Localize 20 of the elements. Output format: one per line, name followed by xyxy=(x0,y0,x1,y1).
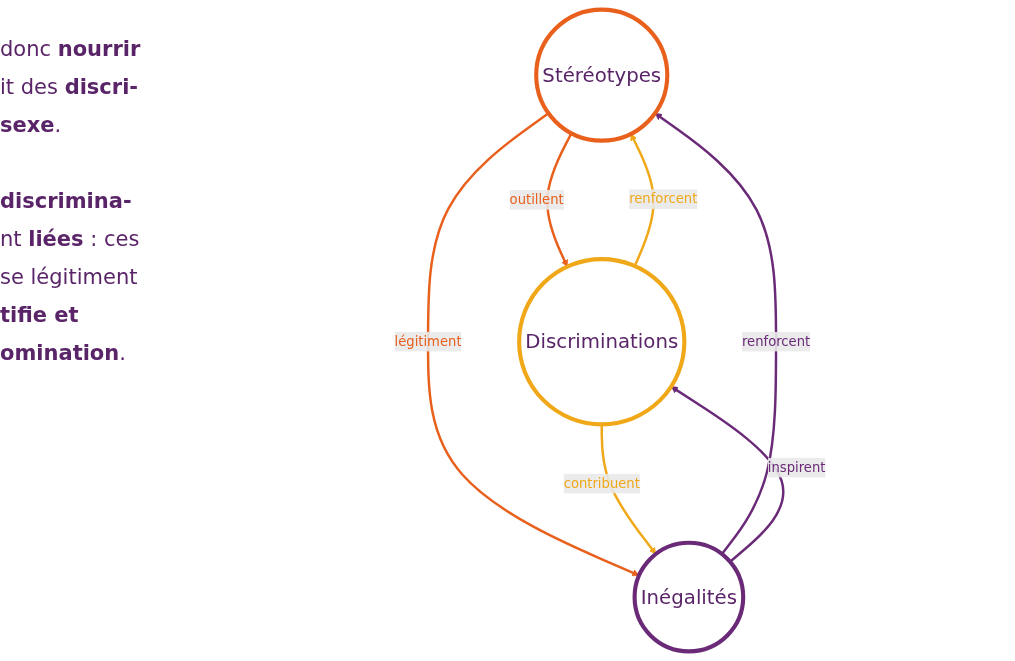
arrow xyxy=(426,112,640,577)
node-circle: Stéréotypes xyxy=(534,7,670,143)
edge-label: légitiment xyxy=(394,333,462,350)
text-line: donc nourrir xyxy=(0,36,142,63)
text-line: tifie et xyxy=(0,302,80,329)
node-circle: Discriminations xyxy=(517,257,687,427)
arrow xyxy=(654,112,778,555)
text-line: omination. xyxy=(0,340,127,367)
node-circle: Inégalités xyxy=(632,540,746,654)
edge-label: renforcent xyxy=(741,333,811,350)
text-line: se légitiment xyxy=(0,264,139,291)
edge-label: inspirent xyxy=(767,459,826,476)
text-line: nt liées : ces xyxy=(0,226,141,253)
text-line: sexe. xyxy=(0,112,63,139)
text-line: discrimina- xyxy=(0,188,133,215)
edge-label: renforcent xyxy=(629,190,698,207)
edge-label: contribuent xyxy=(563,475,640,491)
arrow xyxy=(670,386,785,563)
text-line: it des discri- xyxy=(0,74,140,101)
edge-label: outillent xyxy=(509,191,564,208)
